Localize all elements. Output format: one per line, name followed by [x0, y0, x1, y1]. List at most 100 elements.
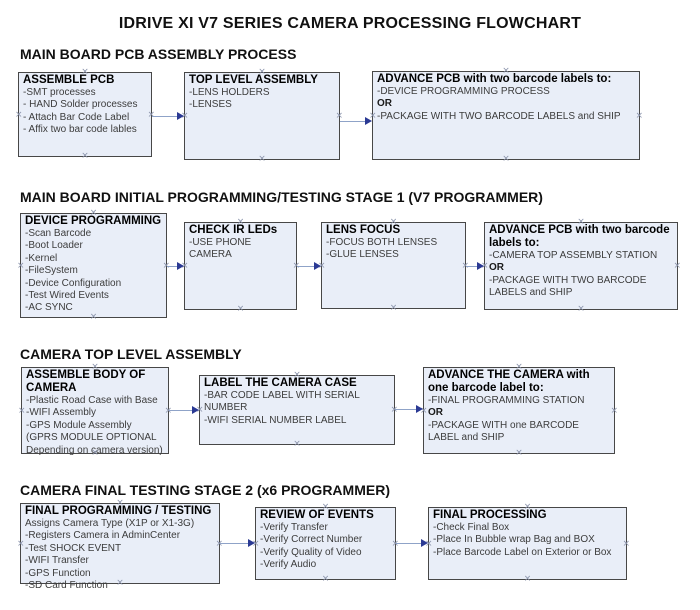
box-item: -WIFI Transfer — [25, 555, 89, 567]
flow-box-review-of-events: × × × × REVIEW OF EVENTS -Verify Transfe… — [252, 503, 399, 584]
arrowhead-icon — [248, 539, 255, 547]
box-item: Assigns Camera Type (X1P or X1-3G) — [25, 518, 195, 529]
connector-line — [169, 410, 194, 411]
box-item: -GPS Function — [25, 567, 91, 579]
flow-connector — [396, 539, 428, 548]
box-title: TOP LEVEL ASSEMBLY — [189, 74, 318, 86]
connection-handle-icon: × — [17, 538, 25, 549]
arrowhead-icon — [416, 405, 423, 413]
box-item: OR — [489, 262, 504, 274]
box-item: -Plastic Road Case with Base — [26, 395, 158, 406]
box-title: ASSEMBLE BODY OF CAMERA — [26, 369, 146, 394]
connection-handle-icon: × — [673, 261, 681, 271]
arrowhead-icon — [314, 262, 321, 270]
box-item: -Place In Bubble wrap Bag and BOX — [433, 534, 595, 546]
connection-handle-icon: × — [523, 574, 532, 584]
flow-box-assemble-pcb: × × × × ASSEMBLE PCB -SMT processes - HA… — [15, 68, 155, 161]
connection-handle-icon: × — [236, 304, 245, 314]
flow-box-final-programming-testing: × × × × FINAL PROGRAMMING / TESTING Assi… — [17, 499, 223, 592]
box-item: -Verify Audio — [260, 559, 317, 571]
box-item: -Verify Quality of Video — [260, 546, 362, 558]
arrowhead-icon — [177, 262, 184, 270]
connection-handle-icon: × — [293, 439, 301, 449]
box-item: - Attach Bar Code Label — [23, 111, 130, 123]
box-item: -SMT processes — [23, 87, 96, 98]
box-item: OR — [377, 98, 392, 110]
box-item: -Test SHOCK EVENT — [25, 542, 122, 554]
box-item: -Place Barcode Label on Exterior or Box — [433, 546, 612, 558]
flow-box-advance-pcb-row2: × × × × ADVANCE PCB with two barcode lab… — [481, 218, 681, 314]
box-item: -Verify Correct Number — [260, 534, 363, 546]
box-item: -Scan Barcode — [25, 228, 92, 239]
connection-handle-icon: × — [321, 574, 330, 584]
box-item: -PACKAGE WITH TWO BARCODE LABELS and SHI… — [377, 110, 621, 122]
arrowhead-icon — [365, 117, 372, 125]
box-item: -GLUE LENSES — [326, 249, 399, 261]
flow-connector — [395, 405, 423, 414]
connector-line — [466, 266, 479, 267]
arrowhead-icon — [177, 112, 184, 120]
box-item: -WIFI SERIAL NUMBER LABEL — [204, 414, 347, 426]
box-item: -Device Configuration — [25, 277, 122, 289]
connector-line — [297, 266, 316, 267]
box-item: -LENS HOLDERS — [189, 87, 270, 98]
connection-handle-icon: × — [622, 538, 630, 549]
box-item: - HAND Solder processes — [23, 99, 138, 111]
flow-connector — [167, 262, 184, 271]
box-item: -CAMERA TOP ASSEMBLY STATION — [489, 250, 658, 261]
connection-handle-icon: × — [18, 405, 26, 416]
flow-box-advance-pcb-row1: × × × × ADVANCE PCB with two barcode lab… — [369, 67, 643, 164]
box-title: FINAL PROGRAMMING / TESTING — [25, 505, 212, 517]
box-item: -Check Final Box — [433, 522, 510, 533]
box-item: -GPS Module Assembly — [26, 419, 132, 431]
section-heading-pcb-assembly: MAIN BOARD PCB ASSEMBLY PROCESS — [20, 46, 297, 62]
page-title: IDRIVE XI V7 SERIES CAMERA PROCESSING FL… — [118, 15, 582, 32]
flow-connector — [169, 406, 199, 415]
connection-handle-icon: × — [389, 303, 398, 313]
box-item: Depending on camera version) — [26, 444, 163, 456]
section-heading-camera-top-assembly: CAMERA TOP LEVEL ASSEMBLY — [20, 346, 242, 362]
box-item: -FileSystem — [25, 265, 78, 277]
box-item: -FINAL PROGRAMMING STATION — [428, 395, 585, 406]
connection-handle-icon: × — [502, 154, 510, 164]
connector-line — [395, 409, 418, 410]
box-item: -FOCUS BOTH LENSES — [326, 237, 438, 248]
connection-handle-icon: × — [15, 109, 23, 120]
connector-line — [396, 543, 423, 544]
box-title: CHECK IR LEDs — [189, 224, 278, 236]
connection-handle-icon: × — [635, 110, 643, 121]
box-item: -AC SYNC — [25, 302, 73, 314]
box-item: -USE PHONE CAMERA — [189, 237, 252, 261]
box-item: (GPRS MODULE OPTIONAL — [26, 432, 157, 444]
connection-handle-icon: × — [577, 304, 585, 314]
box-item: -DEVICE PROGRAMMING PROCESS — [377, 86, 550, 97]
arrowhead-icon — [477, 262, 484, 270]
box-item: OR — [428, 407, 443, 419]
connection-handle-icon: × — [81, 151, 89, 161]
connector-line — [340, 121, 367, 122]
flow-box-lens-focus: × × × × LENS FOCUS -FOCUS BOTH LENSES -G… — [318, 218, 469, 313]
box-item: -Kernel — [25, 252, 58, 264]
flow-box-device-programming: × × × × DEVICE PROGRAMMING -Scan Barcode… — [17, 209, 170, 322]
connection-handle-icon: × — [258, 154, 266, 164]
arrowhead-icon — [421, 539, 428, 547]
connector-line — [152, 116, 179, 117]
box-title: REVIEW OF EVENTS — [260, 509, 374, 521]
box-title: ADVANCE THE CAMERA with one barcode labe… — [428, 369, 590, 394]
box-item: -Registers Camera in AdminCenter — [25, 530, 181, 542]
box-title: DEVICE PROGRAMMING — [25, 215, 162, 227]
section-heading-initial-programming: MAIN BOARD INITIAL PROGRAMMING/TESTING S… — [20, 189, 543, 205]
box-title: ASSEMBLE PCB — [23, 74, 115, 86]
box-item: - Affix two bar code lables — [23, 124, 137, 136]
arrowhead-icon — [192, 406, 199, 414]
flow-connector — [297, 262, 321, 271]
flow-box-label-the-camera-case: × × × × LABEL THE CAMERA CASE -BAR CODE … — [196, 371, 398, 449]
box-title: FINAL PROCESSING — [433, 509, 547, 521]
box-title: LABEL THE CAMERA CASE — [204, 377, 357, 389]
section-heading-final-testing: CAMERA FINAL TESTING STAGE 2 (x6 PROGRAM… — [20, 482, 390, 498]
flow-connector — [340, 117, 372, 126]
flow-connector — [466, 262, 484, 271]
connection-handle-icon: × — [610, 405, 618, 416]
box-item: -SD Card Function — [25, 580, 108, 592]
